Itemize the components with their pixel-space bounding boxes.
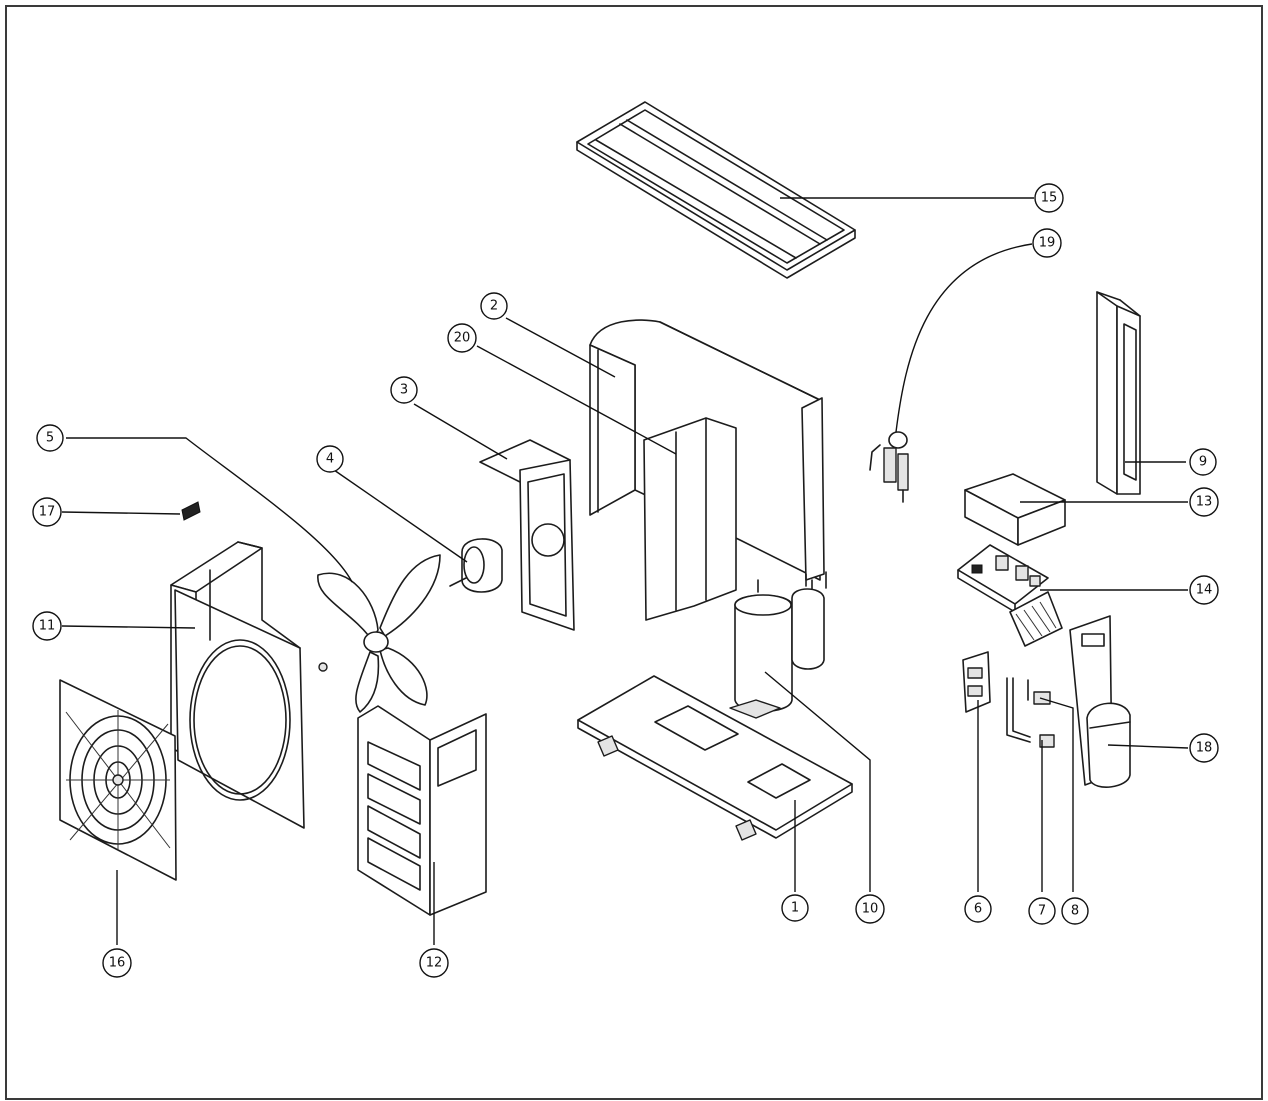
callout-1-label: 1	[791, 901, 799, 916]
callout-20: 20	[447, 323, 477, 353]
callout-3-label: 3	[400, 383, 408, 398]
callout-11: 11	[32, 611, 62, 641]
callout-16-label: 16	[109, 956, 126, 971]
leader-3	[413, 403, 508, 460]
part-side-panel	[1096, 291, 1141, 495]
callout-16: 16	[102, 948, 132, 978]
callout-8-label: 8	[1071, 904, 1079, 919]
callout-5: 5	[36, 424, 64, 452]
part-control-board	[957, 544, 1063, 647]
leader-20	[476, 345, 677, 455]
part-electric-box-cover	[964, 473, 1066, 546]
callout-2-label: 2	[490, 299, 498, 314]
callout-19: 19	[1032, 228, 1062, 258]
leader-10	[764, 671, 871, 892]
leader-11	[61, 625, 196, 629]
part-stop-valves	[1006, 677, 1055, 748]
callout-7: 7	[1028, 897, 1056, 925]
callout-18: 18	[1189, 733, 1219, 763]
part-fan-motor	[449, 538, 503, 593]
callout-10-label: 10	[862, 902, 879, 917]
leader-5	[66, 437, 353, 583]
part-motor-bracket	[479, 439, 575, 631]
leader-8	[1039, 697, 1074, 892]
callout-6: 6	[964, 895, 992, 923]
callout-11-label: 11	[39, 619, 56, 634]
diagram-frame	[5, 5, 1263, 1100]
callout-14: 14	[1189, 575, 1219, 605]
callout-10: 10	[855, 894, 885, 924]
callout-8: 8	[1061, 897, 1089, 925]
callout-13: 13	[1189, 487, 1219, 517]
callout-5-label: 5	[46, 431, 54, 446]
callout-15: 15	[1034, 183, 1064, 213]
callout-7-label: 7	[1038, 904, 1046, 919]
callout-9-label: 9	[1199, 455, 1207, 470]
callout-1: 1	[781, 894, 809, 922]
leader-18	[1107, 744, 1189, 749]
callout-17-label: 17	[39, 505, 56, 520]
part-top-cover	[576, 101, 856, 279]
part-fan-blade	[317, 554, 441, 713]
callout-14-label: 14	[1196, 583, 1213, 598]
callout-9: 9	[1189, 448, 1217, 476]
part-front-grille	[59, 679, 177, 881]
leader-19	[895, 243, 1033, 433]
part-clip	[181, 501, 201, 521]
part-base-pan	[577, 675, 853, 841]
callout-18-label: 18	[1196, 741, 1213, 756]
callout-15-label: 15	[1041, 191, 1058, 206]
part-partition-plate	[643, 417, 737, 621]
callout-3: 3	[390, 376, 418, 404]
part-front-panel	[170, 541, 305, 829]
callout-12-label: 12	[426, 956, 443, 971]
part-terminal-block	[962, 651, 991, 713]
callout-6-label: 6	[974, 902, 982, 917]
callout-4: 4	[316, 445, 344, 473]
callout-20-label: 20	[454, 331, 471, 346]
leader-lines	[61, 197, 1189, 945]
callout-19-label: 19	[1039, 236, 1056, 251]
part-compressor	[729, 573, 825, 719]
callout-4-label: 4	[326, 452, 334, 467]
part-front-side-plate	[357, 705, 487, 916]
callout-17: 17	[32, 497, 62, 527]
leader-4	[333, 469, 468, 563]
callout-13-label: 13	[1196, 495, 1213, 510]
leader-17	[61, 511, 181, 515]
callout-12: 12	[419, 948, 449, 978]
part-valve-cover	[1069, 615, 1131, 788]
part-sensor-coil	[869, 431, 909, 503]
callout-2: 2	[480, 292, 508, 320]
leader-2	[505, 317, 616, 378]
